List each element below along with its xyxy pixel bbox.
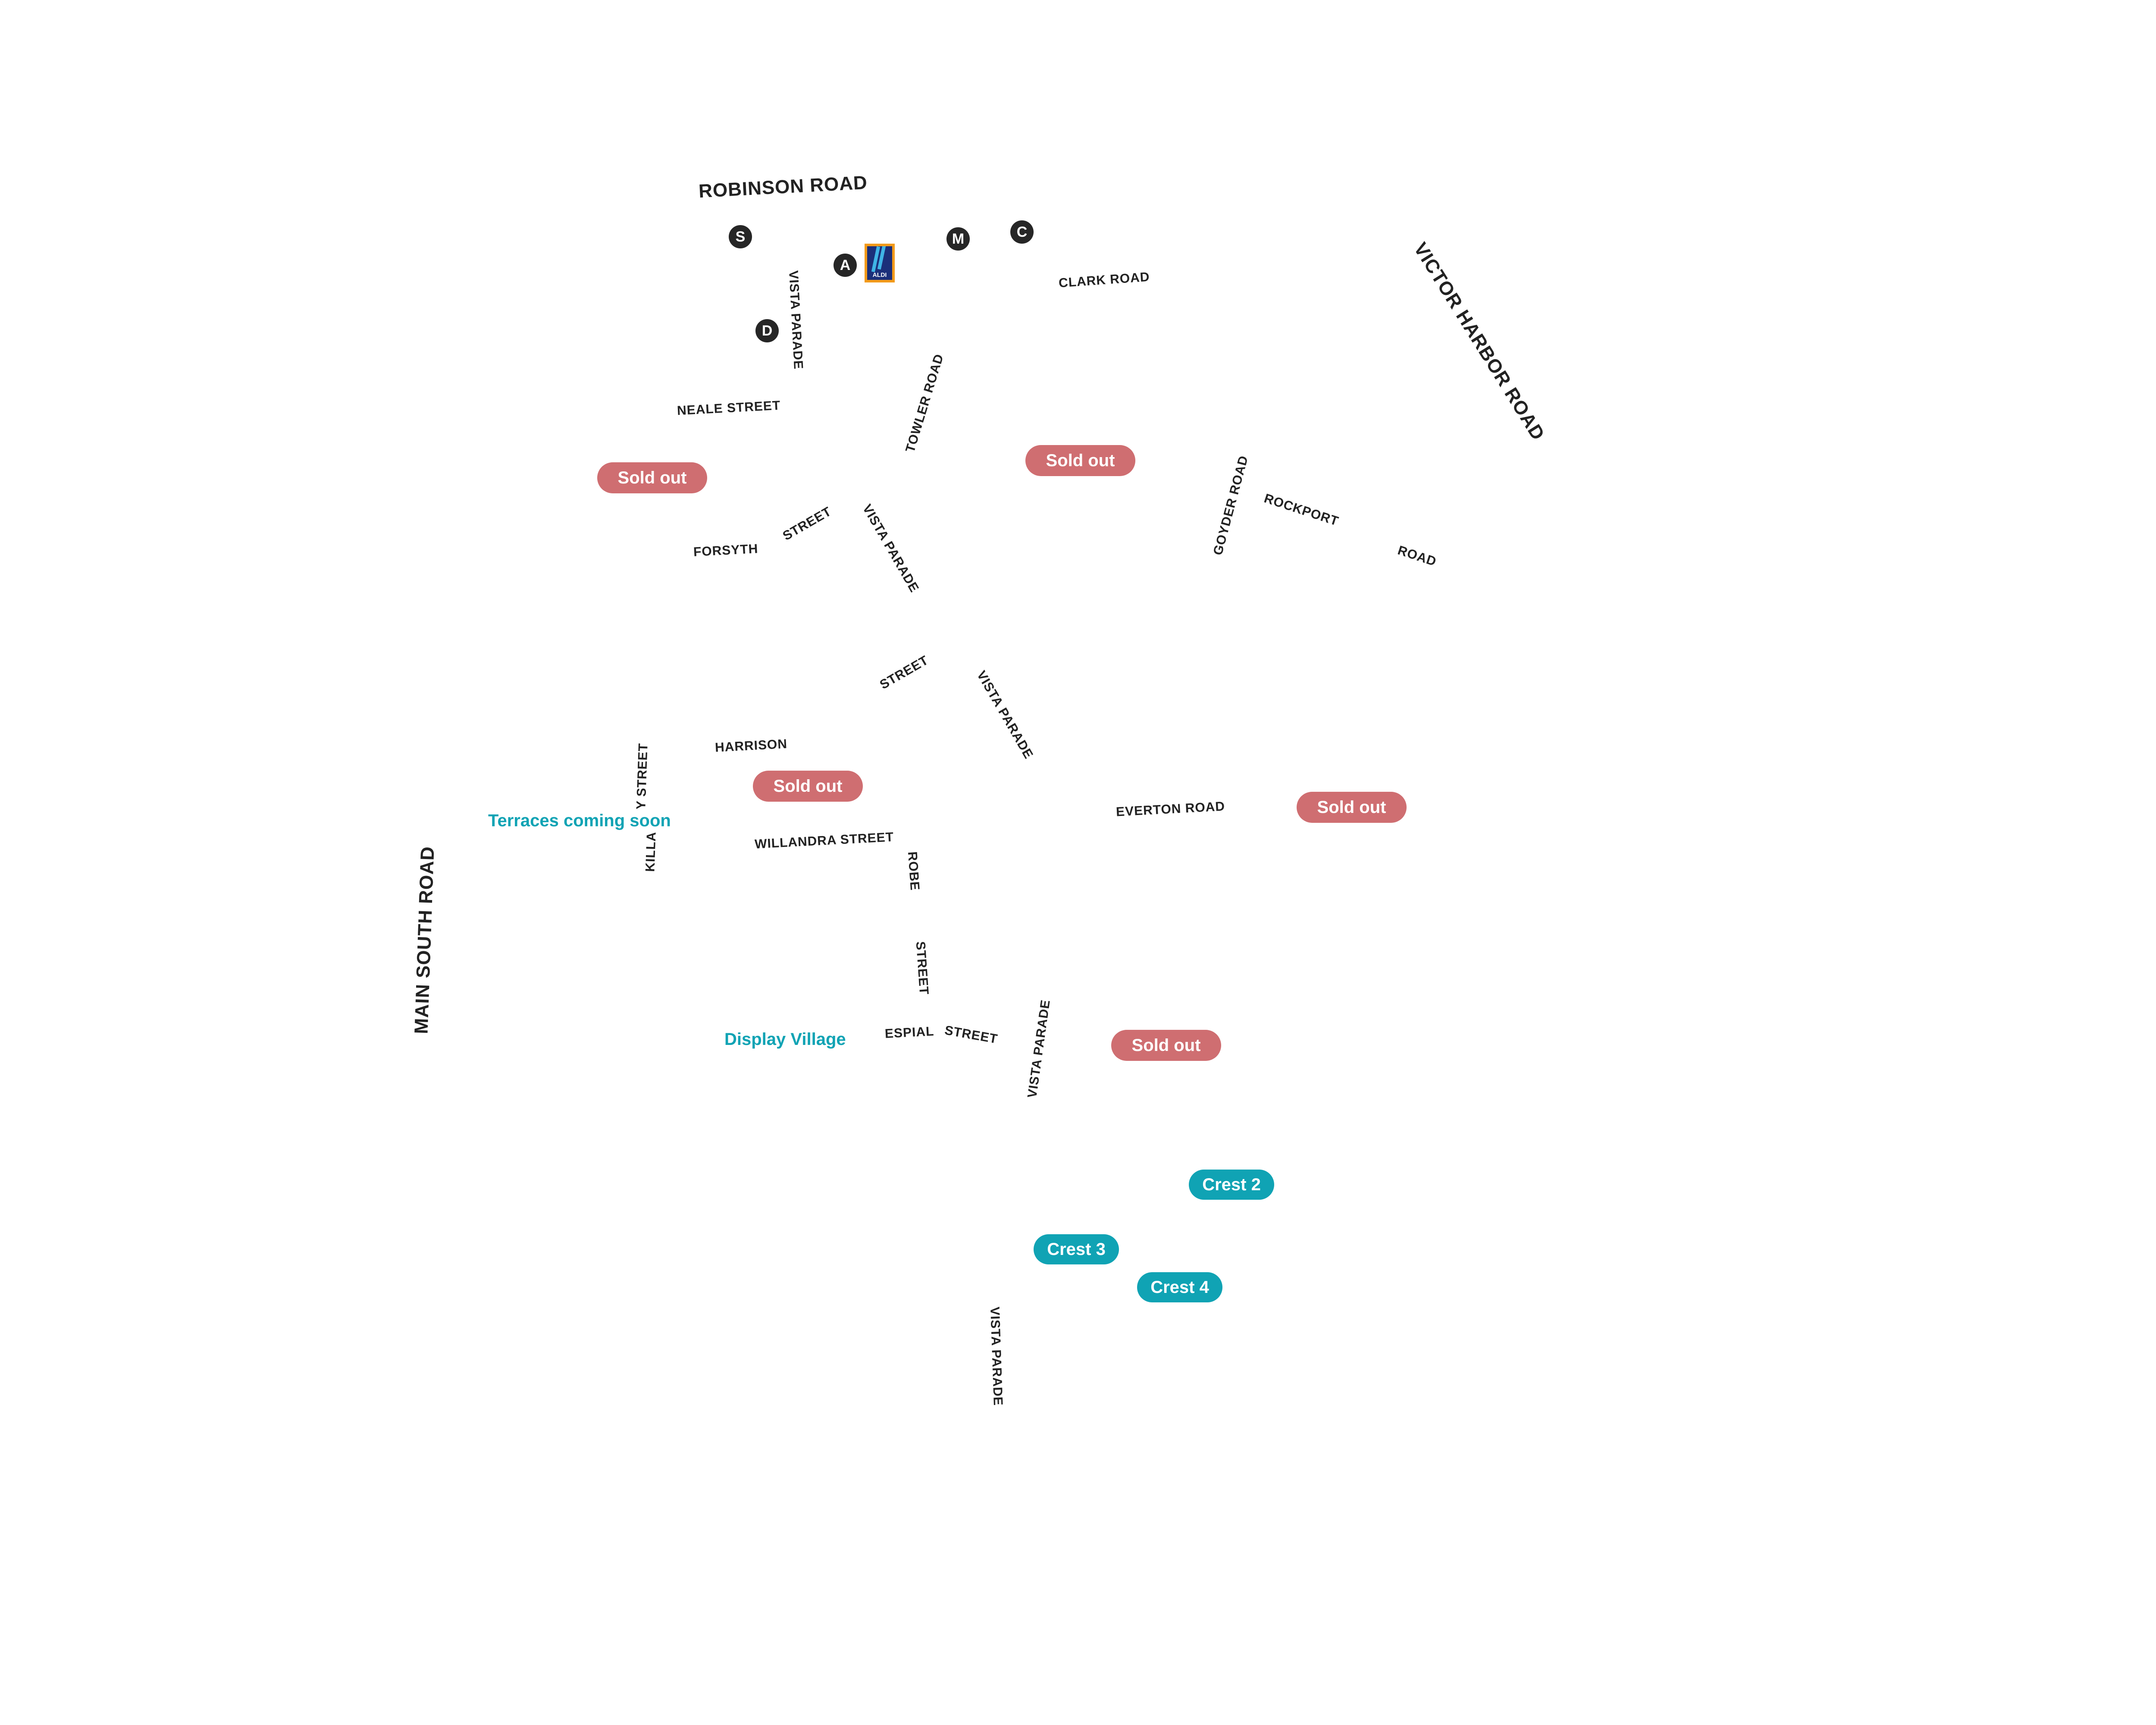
street-label-victor-harbor-road: VICTOR HARBOR ROAD <box>1410 238 1549 444</box>
sold-out-badge-3[interactable]: Sold out <box>753 771 863 802</box>
street-label-espial: ESPIAL <box>884 1024 935 1041</box>
amenity-marker-d[interactable]: D <box>755 319 779 342</box>
street-label-harrison: HARRISON <box>714 737 788 755</box>
street-label-forsyth-street: STREET <box>780 504 834 543</box>
crest-3-badge[interactable]: Crest 3 <box>1034 1234 1119 1264</box>
street-label-everton-road: EVERTON ROAD <box>1116 799 1225 819</box>
sold-out-badge-2[interactable]: Sold out <box>1025 445 1135 476</box>
street-label-robinson-road: ROBINSON ROAD <box>698 172 868 202</box>
terraces-coming-soon-label[interactable]: Terraces coming soon <box>488 811 671 830</box>
amenity-marker-s[interactable]: S <box>729 225 752 248</box>
street-label-espial-street: STREET <box>943 1023 999 1047</box>
street-label-towler-road: TOWLER ROAD <box>903 352 946 455</box>
aldi-logo-text: ALDI <box>872 271 887 278</box>
street-label-robe: ROBE <box>905 851 922 891</box>
street-label-clark-road: CLARK ROAD <box>1058 270 1150 291</box>
street-label-vista-parade-5: VISTA PARADE <box>987 1306 1005 1406</box>
street-label-street-2: STREET <box>877 653 931 692</box>
crest-4-badge[interactable]: Crest 4 <box>1137 1272 1222 1302</box>
street-label-rockport-road: ROAD <box>1396 543 1438 569</box>
aldi-logo-icon[interactable]: ALDI <box>865 244 895 282</box>
street-label-goyder-road: GOYDER ROAD <box>1210 454 1251 557</box>
sold-out-badge-5[interactable]: Sold out <box>1111 1030 1221 1061</box>
street-label-killarney-street-lower: KILLA <box>643 831 659 872</box>
sold-out-badge-4[interactable]: Sold out <box>1297 792 1407 823</box>
street-label-neale-street: NEALE STREET <box>677 398 781 418</box>
street-label-willandra-street: WILLANDRA STREET <box>754 830 894 852</box>
street-label-vista-parade-3: VISTA PARADE <box>974 668 1036 762</box>
amenity-marker-a[interactable]: A <box>834 254 857 277</box>
street-label-rockport: ROCKPORT <box>1262 491 1341 529</box>
amenity-marker-c[interactable]: C <box>1010 220 1034 244</box>
street-label-main-south-road: MAIN SOUTH ROAD <box>411 846 439 1035</box>
aldi-logo-mark: ALDI <box>867 246 892 280</box>
street-label-robe-street: STREET <box>913 941 931 996</box>
crest-2-badge[interactable]: Crest 2 <box>1189 1170 1274 1200</box>
street-label-killarney-street-upper: Y STREET <box>634 743 651 810</box>
street-label-vista-parade-2: VISTA PARADE <box>859 502 922 595</box>
display-village-label[interactable]: Display Village <box>724 1030 846 1049</box>
street-label-vista-parade-4: VISTA PARADE <box>1025 998 1053 1099</box>
street-label-vista-parade-1: VISTA PARADE <box>786 270 805 370</box>
amenity-marker-m[interactable]: M <box>946 227 970 251</box>
street-label-forsyth: FORSYTH <box>693 542 759 559</box>
sold-out-badge-1[interactable]: Sold out <box>597 462 707 493</box>
